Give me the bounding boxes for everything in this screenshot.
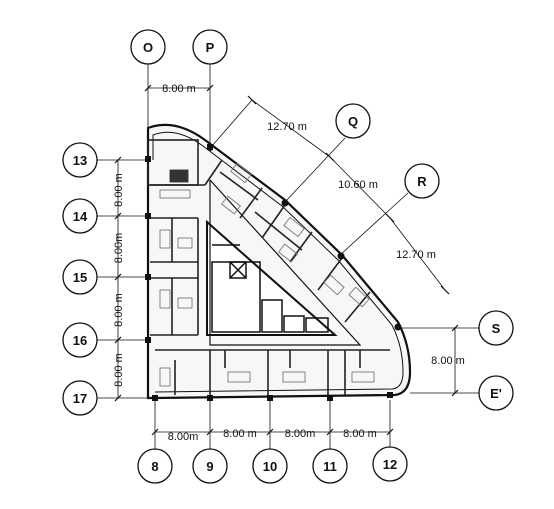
dim-bottom-2: 8.00 m — [223, 428, 257, 440]
room-partitions — [147, 139, 390, 395]
dim-bottom-4: 8.00 m — [343, 428, 377, 440]
dim-diag-2: 10.60 m — [338, 179, 378, 191]
column — [281, 199, 289, 207]
grid-label-14: 14 — [73, 209, 88, 224]
grid-label-r: R — [417, 174, 427, 189]
grid-bubbles — [62, 29, 514, 484]
dim-top: 8.00 m — [162, 83, 196, 95]
grid-label-16: 16 — [73, 333, 87, 348]
dim-bottom-1: 8.00m — [168, 431, 199, 443]
column — [145, 274, 151, 280]
dim-left-1: 8.00 m — [113, 173, 125, 207]
dim-bottom-3: 8.00m — [285, 428, 316, 440]
grid-label-q: Q — [348, 114, 358, 129]
column — [145, 213, 151, 219]
column — [207, 145, 213, 151]
dim-diag-3: 12.70 m — [396, 249, 436, 261]
column — [394, 323, 402, 331]
dim-diag-1: 12.70 m — [267, 121, 307, 133]
grid-bubble-labels: O P Q R S E' 13 14 15 16 17 8 9 10 11 12 — [73, 40, 502, 474]
grid-label-12: 12 — [383, 457, 397, 472]
core-triangle — [206, 179, 362, 346]
column — [267, 395, 273, 401]
core-rooms — [211, 244, 329, 333]
dim-right: 8.00 m — [431, 355, 465, 367]
dim-left-3: 8.00 m — [113, 293, 125, 327]
dimension-lines — [117, 87, 456, 433]
grid-label-9: 9 — [206, 459, 213, 474]
outer-wall-inner-line — [152, 131, 404, 393]
column — [145, 156, 151, 162]
column — [387, 392, 393, 398]
dimension-labels: 8.00 m 12.70 m 10.60 m 12.70 m 8.00 m 8.… — [113, 83, 465, 443]
grid-label-s: S — [492, 321, 501, 336]
grid-label-15: 15 — [73, 270, 87, 285]
grid-lines — [96, 63, 480, 450]
column — [337, 252, 345, 260]
grid-label-o: O — [143, 40, 153, 55]
column — [207, 395, 213, 401]
grid-label-17: 17 — [73, 391, 87, 406]
column — [152, 395, 158, 401]
grid-label-11: 11 — [323, 459, 337, 474]
column — [327, 395, 333, 401]
dimension-ticks — [114, 84, 459, 436]
dim-left-2: 8.00m — [113, 233, 125, 264]
column — [145, 337, 151, 343]
grid-label-e-prime: E' — [490, 386, 502, 401]
grid-label-13: 13 — [73, 153, 87, 168]
grid-label-10: 10 — [263, 459, 277, 474]
furniture — [159, 162, 375, 387]
dim-left-4: 8.00 m — [113, 353, 125, 387]
columns — [145, 144, 402, 401]
grid-label-8: 8 — [151, 459, 158, 474]
grid-label-p: P — [206, 40, 215, 55]
